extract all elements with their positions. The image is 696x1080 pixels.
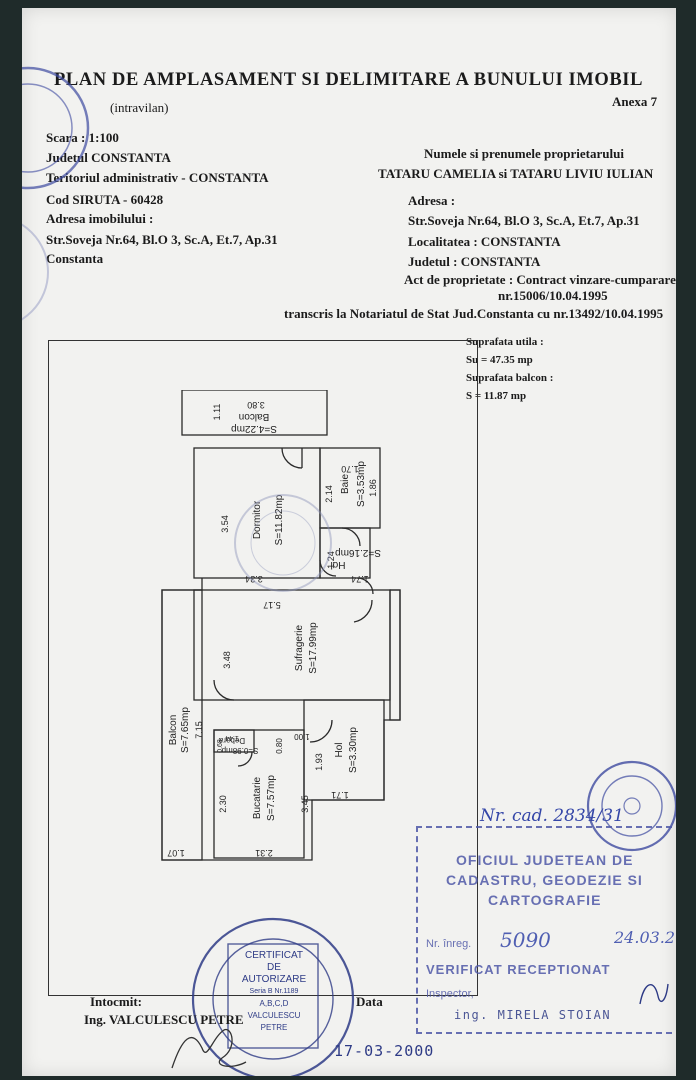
stamp-office-line1: OFICIUL JUDETEAN DE	[456, 852, 634, 868]
dim-068: 0.68	[217, 739, 224, 753]
balcony-area-value: S = 11.87 mp	[466, 390, 527, 402]
owner-names: TATARU CAMELIA si TATARU LIVIU IULIAN	[378, 166, 654, 181]
stamp-office-line3: CARTOGRAFIE	[488, 892, 602, 908]
dim-380: 3.80	[247, 400, 265, 410]
dim-715: 7.15	[194, 721, 204, 739]
dim-517: 5.17	[263, 600, 281, 610]
dim-231: 2.31	[255, 848, 273, 858]
stamp-registration-number: 5090	[500, 928, 551, 952]
certificate-seal	[191, 917, 355, 1076]
city-label: Constanta	[46, 251, 104, 266]
kitchen-label: Bucatarie	[252, 776, 263, 819]
balcony-area-label: Suprafata balcon :	[466, 372, 554, 384]
signature	[171, 1028, 247, 1069]
owner-address-label: Adresa :	[408, 193, 456, 208]
ownership-act: Act de proprietate : Contract vinzare-cu…	[404, 272, 676, 287]
dim-111: 1.11	[212, 404, 222, 421]
prepared-by-name: Ing. VALCULESCU PETRE	[84, 1012, 244, 1027]
corner-seal-left	[22, 223, 49, 321]
pantry-outline	[213, 729, 255, 753]
initials-mark	[639, 983, 669, 1005]
dim-345: 3.45	[300, 795, 310, 813]
dim-193: 1.93	[314, 753, 324, 771]
dim-144: 1.44	[225, 734, 239, 741]
date-stamp: 17-03-2000	[334, 1042, 435, 1060]
stamp-registration-date: 24.03.2	[614, 928, 676, 947]
living-room-outline	[193, 589, 391, 701]
dim-107: 1.07	[167, 848, 185, 858]
dim-171: 1.71	[331, 790, 349, 800]
certificate-seal-text: CERTIFICAT DE AUTORIZARE Seria B Nr.1189…	[236, 950, 312, 1034]
living-room-label: Sufragerie	[294, 624, 305, 671]
hall-1-label: Hol	[330, 559, 345, 570]
county-office-seal	[586, 760, 676, 852]
floor-plan: Balcon S=4.22mp Dormitor S=11.82mp Baie …	[161, 390, 401, 861]
document-title: PLAN DE AMPLASAMENT SI DELIMITARE A BUNU…	[54, 70, 644, 90]
usable-area-label: Suprafata utila :	[466, 336, 544, 348]
balcony-top-area: S=4.22mp	[231, 423, 277, 434]
cert-line3: AUTORIZARE	[241, 974, 307, 985]
territory-label: Teritoriul administrativ - CONSTANTA	[46, 170, 269, 185]
date-label: Data	[356, 994, 383, 1009]
siruta-code: Cod SIRUTA - 60428	[46, 192, 164, 207]
pantry-area: S=0.98mp	[221, 746, 258, 755]
cert-line2: DE	[267, 962, 281, 973]
living-room-area: S=17.99mp	[308, 622, 319, 674]
usable-area-value: Su = 47.35 mp	[466, 354, 533, 366]
scale-label: Scara : 1:100	[46, 130, 119, 145]
dim-348: 3.48	[222, 651, 232, 669]
stamp-inspector-name: ing. MIRELA STOIAN	[454, 1008, 612, 1022]
notary-transcript: transcris la Notariatul de Stat Jud.Cons…	[284, 306, 664, 321]
hall-1-area: S=2.16mp	[335, 547, 381, 558]
balcony-left-label: Balcon	[168, 715, 179, 746]
bathroom-area: S=3.53mp	[356, 461, 367, 507]
dim-080: 0.80	[275, 738, 284, 754]
owner-county: Judetul : CONSTANTA	[408, 254, 541, 269]
stamp-registration-label: Nr. înreg.	[426, 938, 472, 950]
ownership-act-number: nr.15006/10.04.1995	[498, 288, 608, 303]
owner-label: Numele si prenumele proprietarului	[424, 146, 624, 161]
prepared-by-label: Intocmit:	[90, 994, 142, 1009]
dim-186: 1.86	[368, 479, 378, 497]
pantry-label: Debara	[218, 736, 245, 745]
balcony-top-outline	[181, 390, 328, 436]
intravilan-note: (intravilan)	[110, 100, 169, 115]
cert-line5: A,B,C,D	[259, 999, 289, 1008]
reception-stamp: OFICIUL JUDETEAN DE CADASTRU, GEODEZIE S…	[416, 826, 676, 1034]
balcony-top-label: Balcon	[239, 411, 270, 422]
stamp-inspector-label: Inspector,	[426, 988, 474, 1000]
cert-line7: PETRE	[260, 1023, 288, 1032]
dim-214: 2.14	[324, 485, 334, 503]
stamp-verified: VERIFICAT RECEPTIONAT	[426, 962, 611, 977]
balcony-left-area: S=7.65mp	[180, 707, 191, 753]
hall-2-label: Hol	[334, 742, 345, 757]
dim-124: 1.24	[326, 551, 336, 569]
property-address-label: Adresa imobilului :	[46, 211, 154, 226]
dim-230: 2.30	[218, 795, 228, 813]
cert-line4: Seria B Nr.1189	[249, 988, 299, 995]
stamp-office-line2: CADASTRU, GEODEZIE SI	[446, 872, 643, 888]
property-address: Str.Soveja Nr.64, Bl.O 3, Sc.A, Et.7, Ap…	[46, 232, 278, 247]
dim-100: 1.00	[294, 732, 310, 741]
hall-2-area: S=3.30mp	[348, 727, 359, 773]
dim-354: 3.54	[220, 515, 230, 533]
bedroom-area: S=11.82mp	[274, 494, 285, 545]
dim-174: 1.74	[351, 574, 369, 584]
cert-line6: VALCULESCU	[247, 1011, 301, 1020]
dim-170: 1.70	[341, 464, 359, 474]
bathroom-label: Baie	[340, 474, 351, 494]
dim-334: 3.34	[245, 574, 263, 584]
owner-address: Str.Soveja Nr.64, Bl.O 3, Sc.A, Et.7, Ap…	[408, 213, 640, 228]
anexa-label: Anexa 7	[612, 94, 658, 109]
kitchen-area: S=7.57mp	[266, 775, 277, 821]
corner-seal-top	[22, 66, 90, 190]
locality-label: Localitatea : CONSTANTA	[408, 234, 561, 249]
bedroom-label: Dormitor	[252, 500, 263, 539]
watermark-stamp	[234, 494, 332, 592]
document-page: PLAN DE AMPLASAMENT SI DELIMITARE A BUNU…	[22, 8, 676, 1076]
cert-line1: CERTIFICAT	[245, 950, 303, 961]
plan-frame	[48, 340, 478, 996]
